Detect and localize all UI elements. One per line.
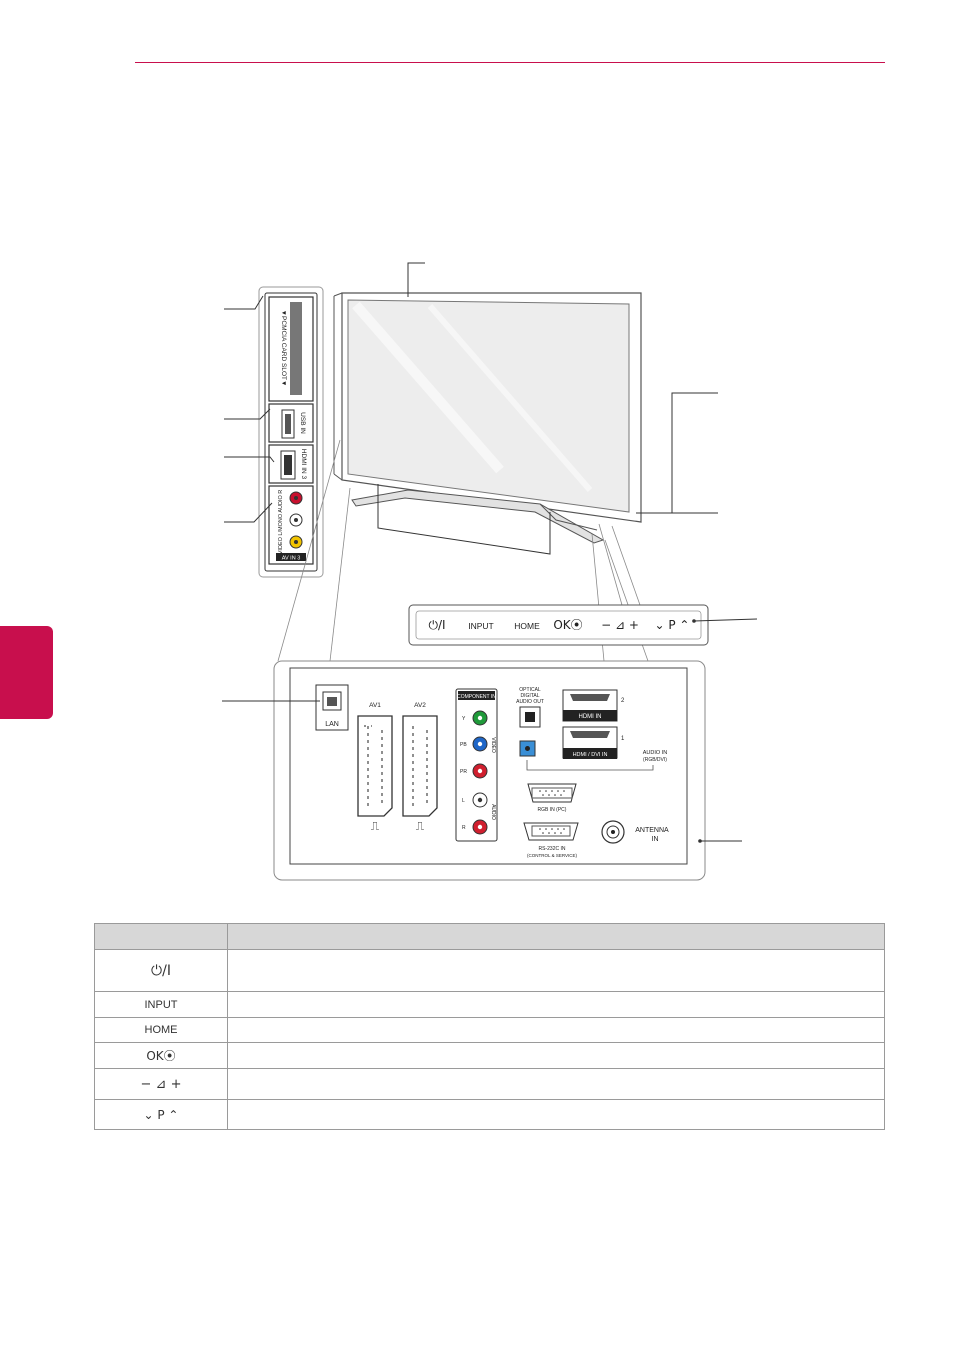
table-row: ⌄ P ⌃: [94, 1099, 885, 1130]
front-button-strip: ⏻/I INPUT HOME OK⦿ − ⊿ + ⌄ P ⌃: [408, 604, 709, 646]
table-cell-desc: [227, 949, 885, 992]
table-cell-button: ⏻/I: [94, 949, 228, 992]
table-row: OK⦿: [94, 1042, 885, 1069]
button-description-table: ⏻/I INPUT HOME OK⦿ − ⊿ + ⌄ P ⌃: [94, 923, 885, 1130]
component-audio-label: AUDIO: [490, 804, 496, 820]
table-cell-desc: [227, 1017, 885, 1043]
av1-scart: [357, 715, 393, 817]
table-row: ⏻/I: [94, 949, 885, 992]
table-header-button: [94, 923, 228, 950]
antenna-label-1: ANTENNA: [635, 827, 669, 834]
av1-icon: ⎍: [371, 819, 380, 833]
av-in-label: AV IN 3: [282, 556, 301, 562]
table-header-row: [94, 923, 885, 950]
table-header-description: [227, 923, 885, 950]
av2-label: AV2: [414, 702, 426, 709]
table-row: INPUT: [94, 991, 885, 1018]
component-jack-pb: PB: [460, 742, 467, 748]
audio-in-label-2: (RGB/DVI): [643, 757, 667, 763]
component-jack-r: R: [462, 825, 466, 831]
optical-label-2: DIGITAL: [520, 693, 539, 699]
home-button-label: HOME: [514, 621, 540, 631]
power-button-label: ⏻/I: [428, 618, 445, 632]
hdmi2-label: HDMI IN: [579, 714, 602, 720]
table-cell-desc: [227, 991, 885, 1018]
component-video-label: VIDEO: [490, 737, 496, 753]
back-panel: LAN AV1 AV2 ⎍ ⎍ COMPONENT IN Y PB PR L R…: [273, 660, 706, 881]
component-in-label: COMPONENT IN: [457, 694, 496, 700]
optical-label-3: AUDIO OUT: [516, 699, 544, 705]
table-cell-button: ⌄ P ⌃: [94, 1099, 228, 1130]
table-row: − ⊿ +: [94, 1068, 885, 1100]
av2-scart: [402, 715, 438, 817]
tv-connection-diagram: ▼PCMCIA CARD SLOT▼ USB IN HDMI IN 3 VIDE…: [222, 262, 758, 881]
input-button-label: INPUT: [468, 621, 494, 631]
rs232c-label-1: RS-232C IN: [539, 846, 566, 852]
side-panel: ▼PCMCIA CARD SLOT▼ USB IN HDMI IN 3 VIDE…: [258, 286, 324, 578]
back-callouts: [222, 700, 742, 842]
antenna-label-2: IN: [652, 836, 659, 843]
card-slot-label: ▼PCMCIA CARD SLOT▼: [280, 310, 287, 387]
rgb-in-label: RGB IN (PC): [538, 807, 567, 813]
tv-callouts: [377, 262, 718, 555]
component-jack-pr: PR: [460, 769, 467, 775]
component-jack-y: Y: [462, 716, 466, 722]
av1-label: AV1: [369, 702, 381, 709]
side-callouts: [224, 295, 275, 523]
rs232c-label-2: (CONTROL & SERVICE): [527, 853, 578, 858]
table-cell-button: HOME: [94, 1017, 228, 1043]
chapter-tab: [0, 626, 53, 719]
hdmi1-number: 1: [621, 736, 625, 742]
table-cell-button: − ⊿ +: [94, 1068, 228, 1100]
scart-pins: [364, 725, 428, 806]
table-cell-desc: [227, 1042, 885, 1069]
lan-label: LAN: [325, 721, 339, 728]
hdmi1-label: HDMI / DVI IN: [573, 752, 608, 758]
av2-icon: ⎍: [416, 819, 425, 833]
table-cell-button: OK⦿: [94, 1042, 228, 1069]
program-button-label: ⌄ P ⌃: [655, 618, 690, 632]
table-cell-button: INPUT: [94, 991, 228, 1018]
table-cell-desc: [227, 1099, 885, 1130]
tv-front: [333, 292, 642, 544]
optical-label-1: OPTICAL: [519, 687, 541, 693]
volume-button-label: − ⊿ +: [601, 618, 639, 632]
callout-dot: [698, 839, 702, 843]
component-jack-l: L: [462, 798, 465, 804]
usb-label: USB IN: [299, 412, 306, 434]
audio-in-label-1: AUDIO IN: [643, 750, 667, 756]
callout-dot: [692, 619, 696, 623]
table-row: HOME: [94, 1017, 885, 1043]
button-strip-callout: [693, 618, 758, 622]
av-labels: VIDEO L/MONO AUDIO R: [278, 490, 284, 555]
table-cell-desc: [227, 1068, 885, 1100]
hdmi2-number: 2: [621, 698, 625, 704]
magnify-lines: [277, 439, 649, 662]
ok-button-label: OK⦿: [553, 618, 582, 632]
header-rule: [135, 62, 885, 63]
hdmi3-label: HDMI IN 3: [300, 449, 307, 480]
